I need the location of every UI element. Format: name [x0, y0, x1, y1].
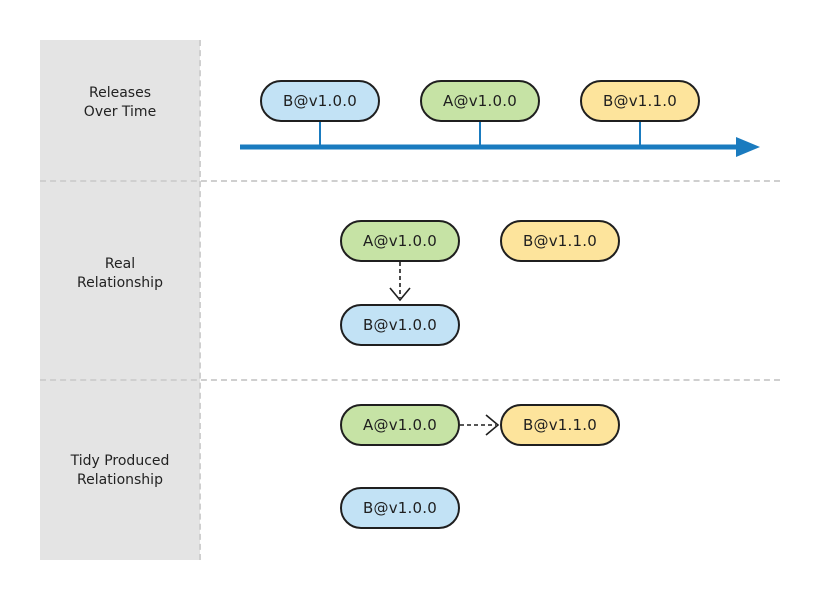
row-label-sidebar: [40, 40, 200, 560]
release-node-b-v1-0-0: B@v1.0.0: [260, 80, 380, 122]
release-node-b-v1-1-0: B@v1.1.0: [580, 80, 700, 122]
timeline-arrowhead: [736, 137, 760, 157]
tidy-dependency-arrow: [460, 414, 500, 436]
release-node-a-v1-0-0: A@v1.0.0: [420, 80, 540, 122]
tidy-node-b-v1-0-0: B@v1.0.0: [340, 487, 460, 529]
row-label-real: Real Relationship: [77, 256, 163, 291]
column-divider: [199, 40, 201, 560]
row-label-tidy: Tidy Produced Relationship: [70, 453, 170, 488]
real-dependency-arrow: [389, 262, 411, 302]
real-node-a-v1-0-0: A@v1.0.0: [340, 220, 460, 262]
tidy-node-b-v1-1-0: B@v1.1.0: [500, 404, 620, 446]
row-divider: [40, 379, 780, 381]
tidy-node-a-v1-0-0: A@v1.0.0: [340, 404, 460, 446]
real-node-b-v1-0-0: B@v1.0.0: [340, 304, 460, 346]
row-divider: [40, 180, 780, 182]
real-node-b-v1-1-0: B@v1.1.0: [500, 220, 620, 262]
row-label-releases: Releases Over Time: [83, 85, 157, 120]
